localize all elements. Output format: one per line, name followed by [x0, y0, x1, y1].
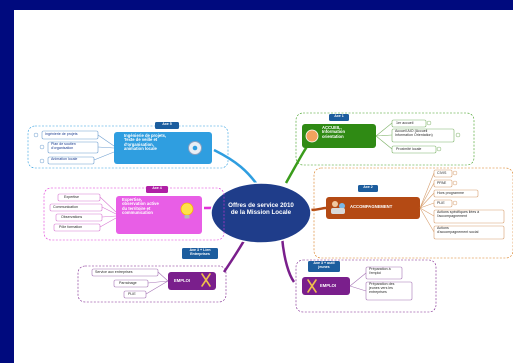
axe1-item-3: Proximité locale [396, 147, 422, 151]
tools-icon [201, 273, 211, 287]
axe1-item-1: 1er accueil [396, 121, 414, 125]
axe1-title: ACCUEIL, Information orientation [322, 125, 346, 139]
axe2-item-1: CIVIS [437, 171, 447, 175]
axe1-item-2: Accueil AIO (Accueil Information Orienta… [395, 129, 433, 137]
axe3-outline [77, 265, 227, 303]
axe3b-outline [295, 259, 437, 313]
axe1-outline [295, 112, 475, 166]
axe3-title: EMPLOI [174, 278, 191, 283]
axe3-item-2: Parrainage [119, 281, 137, 285]
axe4-item-4: Pôle formation [59, 225, 83, 229]
axe5-item-2: Plan de soutien d'organisation [51, 142, 76, 150]
axe5-title: Ingénierie de projets, Texte de veille e… [124, 133, 167, 152]
axe3b-title: EMPLOI [320, 283, 337, 288]
axe4-item-2: Communication [53, 205, 78, 209]
mind-map-canvas: Offres de service 2010 de la Mission Loc… [14, 10, 513, 363]
gear-icon [188, 141, 202, 155]
axe4-tag: Axe 4 [152, 186, 162, 190]
axe3-item-1: Service aux entreprises [95, 270, 133, 274]
axe4-item-1: Expertise [64, 195, 79, 199]
axe3b-item-1: Préparation à l'emploi [369, 267, 391, 275]
center-title: Offres de service 2010 de la Mission Loc… [228, 202, 294, 216]
axe5-tag: Axe 5 [162, 122, 172, 126]
people-icon [331, 201, 345, 214]
axe3b-tag: Axe 3 + outil jeunes [313, 261, 335, 269]
axe2-tag: Axe 2 [363, 185, 373, 189]
tools-icon-2 [307, 279, 317, 293]
axe2-item-2: PPAE [437, 181, 447, 185]
handshake-icon [305, 129, 319, 143]
axe3b-item-2: Préparation des jeunes vers les entrepri… [369, 282, 395, 294]
axe4-item-3: Observations [61, 215, 83, 219]
mind-map-graphics [27, 112, 513, 313]
axe5-outline [27, 125, 229, 169]
axe2-item-6: Actions d'accompagnement social [437, 226, 479, 234]
axe3-tag: Axe 3 + Lien Entreprises [189, 248, 211, 256]
axe1-tag: Axe 1 [334, 114, 344, 118]
axe2-outline [313, 167, 513, 259]
axe2-item-5: Actions spécifiques liées à l'accompagne… [437, 210, 480, 218]
axe4-title: Expertise, observation active du territo… [122, 197, 159, 216]
axe4-outline [43, 187, 225, 241]
axe5-item-1: Ingénierie de projets [45, 132, 78, 136]
axe2-item-4: PLIE [437, 201, 445, 205]
axe5-item-3: Animation locale [51, 157, 78, 161]
lightbulb-icon [180, 202, 194, 219]
axe2-title: ACCOMPAGNEMENT [350, 204, 393, 209]
center-node [210, 182, 312, 244]
axe2-item-3: Hors programme [437, 191, 464, 195]
axe3-item-3: PLIE [128, 292, 136, 296]
